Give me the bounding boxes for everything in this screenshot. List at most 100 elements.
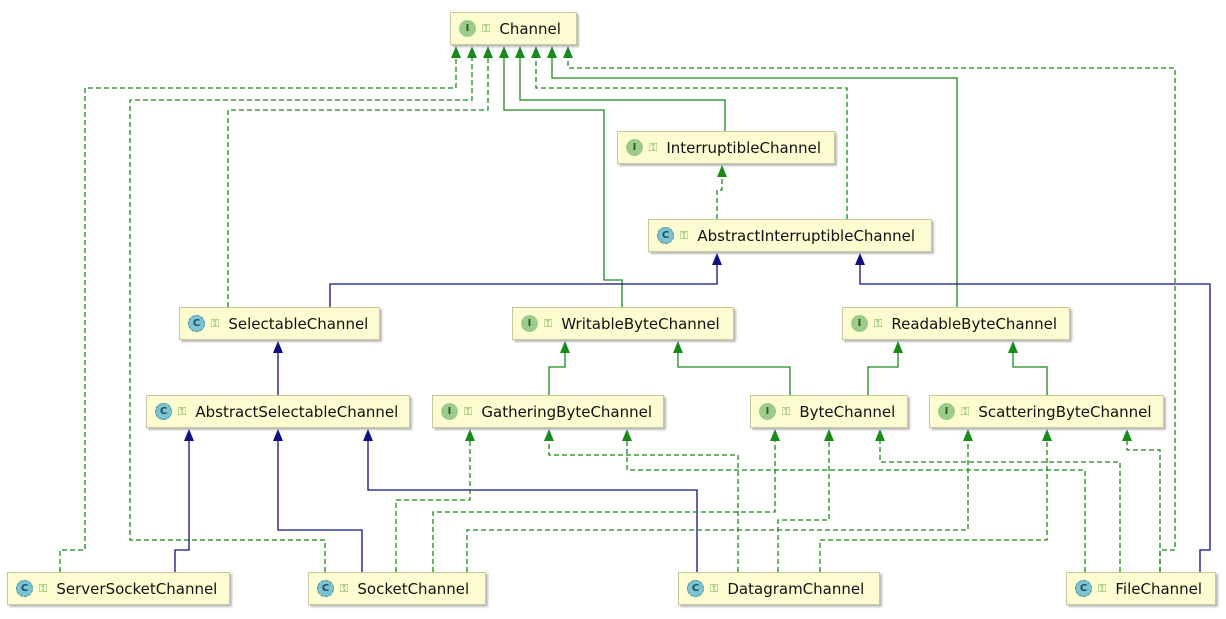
edge-SocketChannel-to-ScatteringByteChannel	[466, 429, 969, 572]
node-label: AbstractSelectableChannel	[195, 402, 399, 421]
public-lock-icon: ⚿	[649, 140, 658, 154]
edge-ReadableByteChannel-to-Channel	[551, 46, 958, 307]
node-abstract-interruptible-channel[interactable]: C ⚿ AbstractInterruptibleChannel	[648, 219, 932, 252]
public-lock-icon: ⚿	[340, 581, 349, 595]
arrowhead-icon	[893, 341, 903, 353]
edge-ByteChannel-to-WritableByteChannel	[677, 341, 791, 395]
public-lock-icon: ⚿	[680, 228, 689, 242]
interface-icon: I	[851, 315, 868, 332]
node-label: InterruptibleChannel	[666, 138, 822, 157]
edge-GatheringByteChannel-to-WritableByteChannel	[548, 341, 566, 395]
edge-InterruptibleChannel-to-Channel	[519, 46, 726, 131]
edge-SelectableChannel-to-Channel	[227, 46, 489, 307]
public-lock-icon: ⚿	[1098, 581, 1107, 595]
public-lock-icon: ⚿	[782, 404, 791, 418]
node-label: SelectableChannel	[228, 314, 369, 333]
public-lock-icon: ⚿	[39, 581, 48, 595]
node-scattering-byte-channel[interactable]: I⚿ScatteringByteChannel	[929, 395, 1164, 428]
edge-FileChannel-to-ByteChannel	[879, 429, 1121, 572]
edge-FileChannel-to-ScatteringByteChannel	[1126, 429, 1161, 572]
arrowhead-icon	[1008, 341, 1018, 353]
interface-icon: I	[441, 403, 458, 420]
node-channel[interactable]: I ⚿ Channel	[450, 12, 577, 45]
class-icon: C	[657, 227, 674, 244]
arrowhead-icon	[1042, 429, 1052, 441]
arrowhead-icon	[563, 46, 573, 58]
edge-ScatteringByteChannel-to-ReadableByteChannel	[1012, 341, 1048, 395]
class-icon: C	[16, 580, 33, 597]
edge-SocketChannel-to-GatheringByteChannel	[395, 429, 471, 572]
arrowhead-icon	[547, 46, 557, 58]
edge-SocketChannel-to-AbstractSelectableChannel	[277, 429, 363, 572]
edge-AbstractInterruptibleChannel-to-Channel	[535, 46, 848, 219]
arrowhead-icon	[363, 429, 373, 441]
node-label: SocketChannel	[357, 579, 470, 598]
public-lock-icon: ⚿	[710, 581, 719, 595]
node-writable-byte-channel[interactable]: I⚿WritableByteChannel	[512, 307, 734, 340]
node-label: DatagramChannel	[727, 579, 865, 598]
arrowhead-icon	[875, 429, 885, 441]
node-readable-byte-channel[interactable]: I ⚿ ReadableByteChannel	[842, 307, 1070, 340]
node-label: ServerSocketChannel	[56, 579, 218, 598]
public-lock-icon: ⚿	[178, 404, 187, 418]
node-label: GatheringByteChannel	[481, 402, 653, 421]
edge-DatagramChannel-to-ByteChannel	[777, 429, 830, 572]
node-socket-channel[interactable]: C ⚿ SocketChannel	[308, 572, 486, 605]
class-icon: C	[188, 315, 205, 332]
node-selectable-channel[interactable]: C ⚿ SelectableChannel	[179, 307, 380, 340]
interface-icon: I	[459, 20, 476, 37]
node-label: ScatteringByteChannel	[978, 402, 1152, 421]
public-lock-icon: ⚿	[482, 21, 491, 35]
public-lock-icon: ⚿	[211, 316, 220, 330]
interface-icon: I	[626, 139, 643, 156]
class-icon: C	[155, 403, 172, 420]
arrowhead-icon	[855, 253, 865, 265]
edge-FileChannel-to-GatheringByteChannel	[626, 429, 1086, 572]
arrowhead-icon	[712, 253, 722, 265]
node-datagram-channel[interactable]: C ⚿ DatagramChannel	[678, 572, 880, 605]
arrowhead-icon	[770, 429, 780, 441]
interface-icon: I	[938, 403, 955, 420]
class-icon: C	[687, 580, 704, 597]
public-lock-icon: ⚿	[464, 404, 473, 418]
node-file-channel[interactable]: C ⚿ FileChannel	[1066, 572, 1216, 605]
node-abstract-selectable-channel[interactable]: C ⚿ AbstractSelectableChannel	[146, 395, 410, 428]
edge-DatagramChannel-to-ScatteringByteChannel	[819, 429, 1048, 572]
arrowhead-icon	[467, 46, 477, 58]
edge-WritableByteChannel-to-Channel	[503, 46, 623, 307]
edge-FileChannel-to-AbstractInterruptibleChannel	[859, 253, 1211, 572]
edge-ServerSocketChannel-to-Channel	[59, 46, 457, 572]
arrowhead-icon	[622, 429, 632, 441]
public-lock-icon: ⚿	[874, 316, 883, 330]
arrowhead-icon	[483, 46, 493, 58]
class-icon: C	[317, 580, 334, 597]
node-label: Channel	[499, 19, 561, 38]
node-label: AbstractInterruptibleChannel	[697, 226, 916, 245]
arrowhead-icon	[499, 46, 509, 58]
arrowhead-icon	[465, 429, 475, 441]
arrowhead-icon	[673, 341, 683, 353]
edge-DatagramChannel-to-GatheringByteChannel	[548, 429, 739, 572]
node-interruptible-channel[interactable]: I ⚿ InterruptibleChannel	[617, 131, 835, 164]
node-label: FileChannel	[1115, 579, 1203, 598]
arrowhead-icon	[184, 429, 194, 441]
node-label: WritableByteChannel	[561, 314, 720, 333]
node-server-socket-channel[interactable]: C ⚿ ServerSocketChannel	[7, 572, 230, 605]
node-label: ReadableByteChannel	[891, 314, 1058, 333]
node-label: ByteChannel	[799, 402, 896, 421]
arrowhead-icon	[273, 429, 283, 441]
class-icon: C	[1075, 580, 1092, 597]
arrowhead-icon	[273, 341, 283, 353]
node-byte-channel[interactable]: I ⚿ ByteChannel	[750, 395, 908, 428]
edge-ServerSocketChannel-to-AbstractSelectableChannel	[174, 429, 190, 572]
arrowhead-icon	[560, 341, 570, 353]
interface-icon: I	[759, 403, 776, 420]
node-gathering-byte-channel[interactable]: I ⚿ GatheringByteChannel	[432, 395, 664, 428]
edge-ByteChannel-to-ReadableByteChannel	[867, 341, 899, 395]
arrowhead-icon	[717, 165, 727, 177]
arrowhead-icon	[531, 46, 541, 58]
arrowhead-icon	[824, 429, 834, 441]
arrowhead-icon	[1122, 429, 1132, 441]
